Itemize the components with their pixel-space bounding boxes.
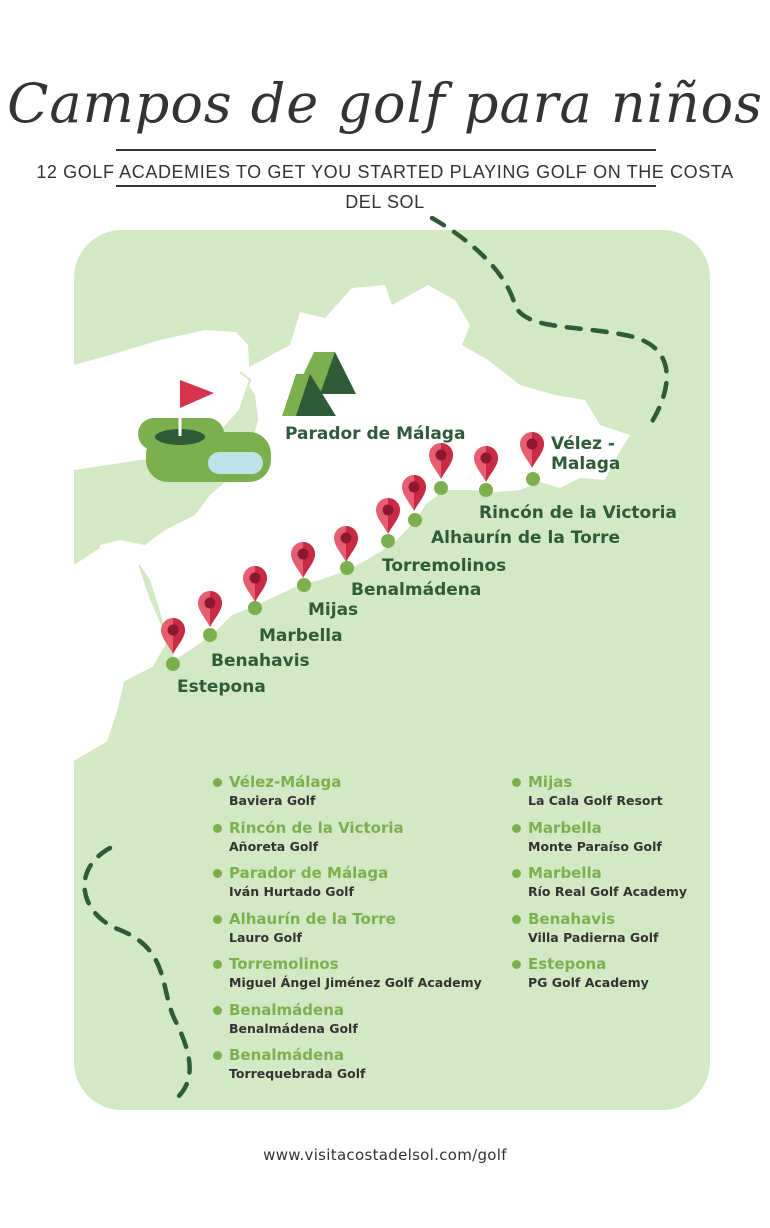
- map-label-torremolinos: Torremolinos: [382, 556, 507, 576]
- list-item-town: Vélez-Málaga: [229, 773, 342, 791]
- location-dot: [166, 657, 180, 671]
- map-label-rincon: Rincón de la Victoria: [479, 503, 677, 523]
- map-pin-icon: [376, 498, 400, 534]
- bullet-icon: [512, 869, 521, 878]
- malaga-province: [100, 285, 630, 660]
- location-dot: [408, 513, 422, 527]
- bullet-icon: [213, 914, 222, 924]
- bullet-icon: [512, 823, 521, 833]
- map-label-benalmadena: Benalmádena: [351, 580, 482, 600]
- list-item-course: Villa Padierna Golf: [528, 929, 659, 945]
- map-label-marbella: Marbella: [259, 626, 343, 646]
- location-dot: [434, 481, 448, 495]
- list-item-town: Torremolinos: [229, 955, 339, 973]
- location-dot: [248, 601, 262, 615]
- mountains-icon: [282, 352, 356, 416]
- location-dot: [479, 483, 493, 497]
- list-item-course: Benalmádena Golf: [229, 1020, 358, 1036]
- list-item-course: Iván Hurtado Golf: [229, 884, 354, 899]
- dashed-path-icon: [82, 845, 192, 1105]
- bullet-icon: [512, 914, 521, 924]
- list-item-town: Benahavis: [528, 909, 616, 928]
- map-pin-icon: [334, 526, 358, 562]
- map-label-velez: Vélez - Malaga: [551, 434, 621, 474]
- map-pin-icon: [243, 566, 267, 602]
- subtitle-underline: [116, 185, 656, 187]
- list-item-course: Torrequebrada Golf: [229, 1066, 366, 1081]
- list-item-town: Benalmádena: [229, 1046, 345, 1064]
- list-item-town: Marbella: [528, 818, 602, 837]
- list-item-course: Añoreta Golf: [229, 838, 319, 854]
- location-dot: [381, 534, 395, 548]
- bullet-icon: [213, 1005, 222, 1015]
- map-label-estepona: Estepona: [177, 677, 266, 697]
- bullet-icon: [213, 960, 222, 969]
- list-item: Mijas La Cala Golf Resort: [512, 773, 687, 819]
- list-item-town: Rincón de la Victoria: [229, 818, 404, 837]
- land-west: [74, 548, 168, 762]
- location-dot: [203, 628, 217, 642]
- map-pin-icon: [520, 432, 544, 468]
- list-item-course: Baviera Golf: [229, 793, 316, 808]
- map-pin-icon: [291, 542, 315, 578]
- bullet-icon: [213, 1051, 222, 1060]
- map-label-mijas: Mijas: [308, 600, 359, 620]
- list-item-course: Río Real Golf Academy: [528, 884, 688, 899]
- website-link[interactable]: www.visitacostadelsol.com/golf: [263, 1146, 507, 1164]
- map-pin-icon: [402, 475, 426, 511]
- map-pin-icon: [474, 446, 498, 482]
- bullet-icon: [213, 778, 222, 787]
- list-item-town: Benalmádena: [229, 1000, 345, 1019]
- map-label-parador: Parador de Málaga: [285, 424, 466, 444]
- location-dot: [340, 561, 354, 575]
- list-item-course: Monte Paraíso Golf: [528, 838, 662, 854]
- bullet-icon: [213, 869, 222, 878]
- bullet-icon: [512, 778, 521, 787]
- bullet-icon: [213, 823, 222, 833]
- map-label-alhaurin: Alhaurín de la Torre: [431, 528, 621, 548]
- list-item-course: PG Golf Academy: [528, 975, 649, 990]
- list-item: Estepona PG Golf Academy: [512, 955, 687, 1001]
- map-label-benahavis: Benahavis: [211, 651, 310, 671]
- golf-flag-icon: [138, 380, 271, 482]
- page-subtitle: 12 GOLF ACADEMIES TO GET YOU STARTED PLA…: [36, 162, 734, 212]
- list-item-course: La Cala Golf Resort: [528, 793, 663, 808]
- page-title: Campos de golf para niños: [7, 72, 763, 135]
- map-pin-icon: [429, 443, 453, 479]
- location-dot: [297, 578, 311, 592]
- list-item-course: Miguel Ángel Jiménez Golf Academy: [229, 975, 482, 990]
- list-item-town: Marbella: [528, 864, 602, 882]
- title-underline: [116, 149, 656, 151]
- location-dot: [526, 472, 540, 486]
- map-pin-icon: [198, 591, 222, 627]
- list-item-town: Parador de Málaga: [229, 864, 389, 882]
- list-item-town: Alhaurín de la Torre: [229, 909, 396, 928]
- list-item-town: Estepona: [528, 955, 607, 973]
- list-item-course: Lauro Golf: [229, 929, 302, 945]
- map-pin-icon: [161, 618, 185, 654]
- list-item-town: Mijas: [528, 773, 573, 791]
- bullet-icon: [512, 960, 521, 969]
- dashed-path-icon: [429, 215, 669, 428]
